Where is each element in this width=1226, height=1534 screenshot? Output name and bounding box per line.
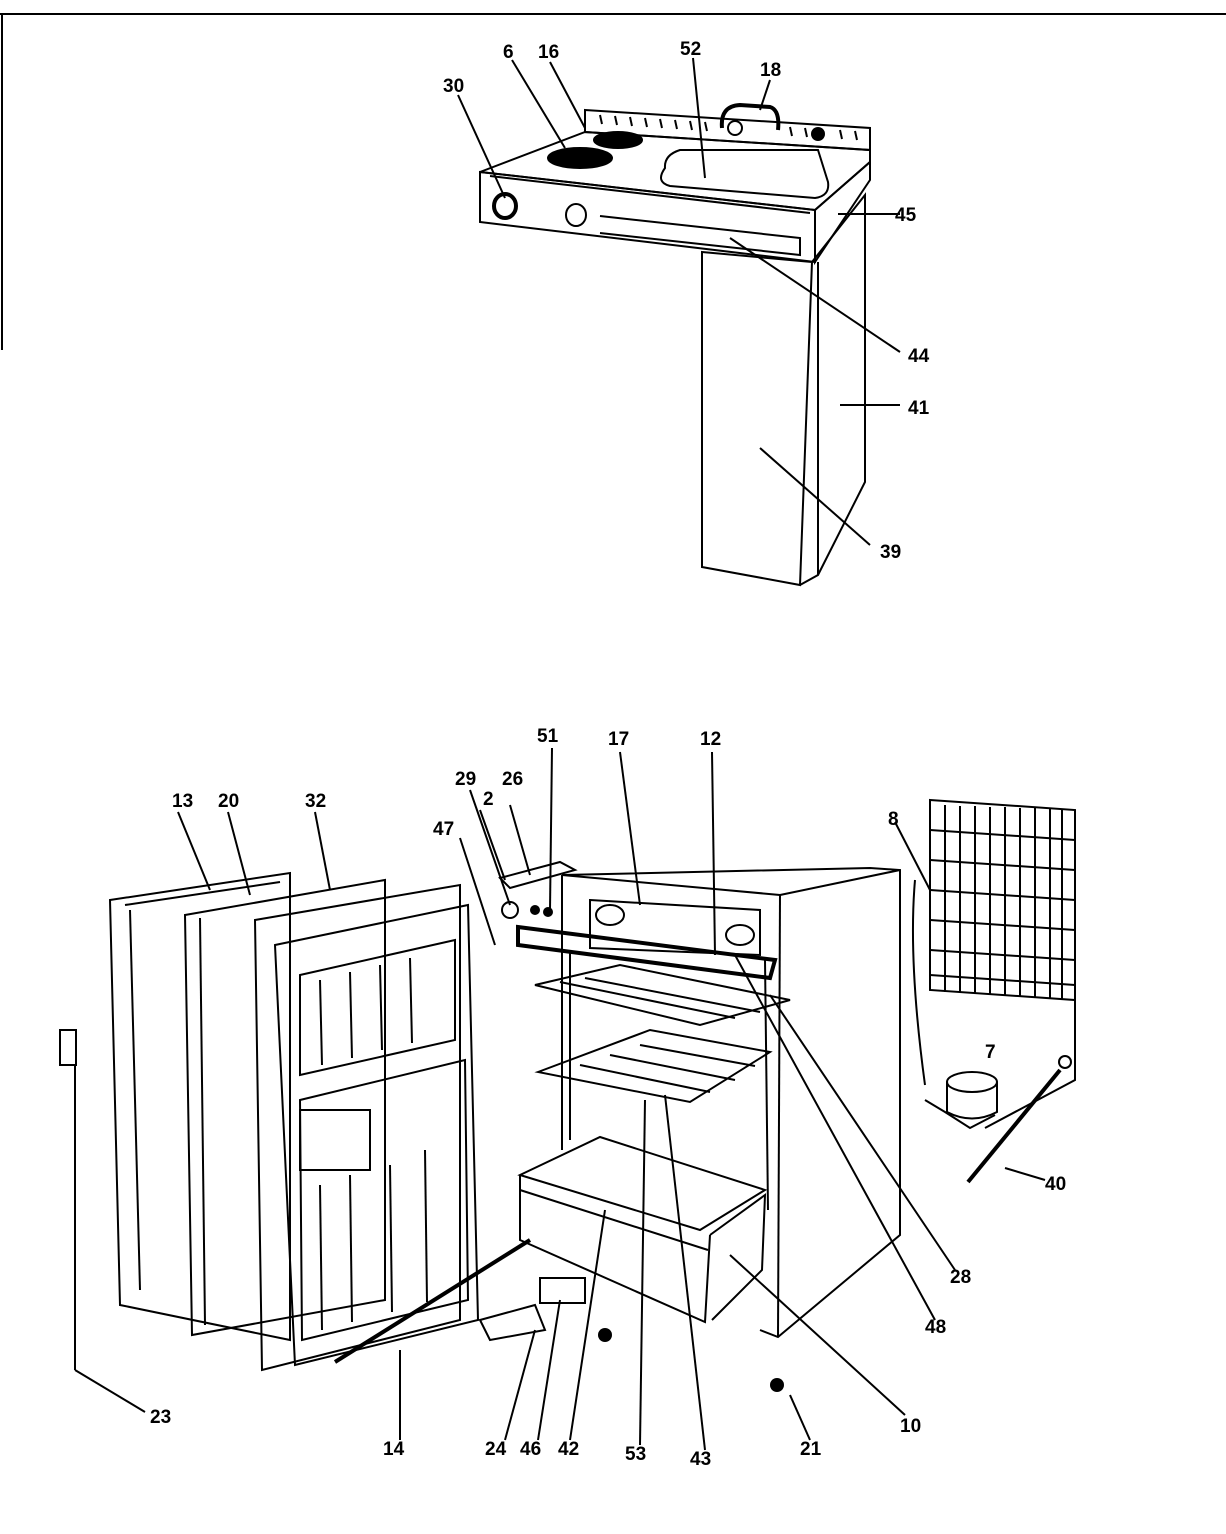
label-52: 52 [680,39,701,60]
wall-bracket [59,1029,77,1066]
condenser-coil [929,798,1076,1002]
faucet-handle-right [811,127,825,141]
control-knob-right [565,203,587,227]
label-26: 26 [502,769,523,790]
control-panel-front [479,170,816,264]
cabinet-door-front [701,250,814,587]
label-2: 2 [483,789,494,810]
label-7: 7 [985,1042,996,1063]
door-gasket-frame [253,883,461,1372]
crisper-cover [517,1135,768,1232]
compressor-assembly [911,879,1076,1184]
crisper-drawer [519,1175,711,1324]
label-12: 12 [700,729,721,750]
label-6: 6 [503,42,514,63]
top-right-side [814,159,871,266]
refrigerator-cabinet [516,866,901,1339]
freezer-door-recess [299,938,456,1077]
freezer-door [516,924,778,981]
top-leader-lines [457,57,901,546]
cabinet-side-panel [799,192,866,586]
hinge-bracket [478,1303,547,1342]
storage-drawer [599,215,801,257]
label-53: 53 [625,1444,646,1465]
label-41: 41 [908,398,930,419]
label-14: 14 [383,1439,405,1460]
label-45: 45 [895,205,917,226]
door-liner [183,878,386,1337]
label-32: 32 [305,791,326,812]
label-21: 21 [800,1439,822,1460]
label-8: 8 [888,809,899,830]
label-23: 23 [150,1407,171,1428]
label-42: 42 [558,1439,579,1460]
label-24: 24 [485,1439,507,1460]
door-bottom-trim [333,1238,532,1364]
label-18: 18 [760,60,781,81]
burner-small [593,131,643,149]
control-knob-left [492,192,518,220]
compressor-body [946,1082,998,1120]
door-assembly [108,871,532,1372]
fridge-door-recess [298,1058,470,1342]
label-47: 47 [433,819,454,840]
label-16: 16 [538,42,559,63]
label-39: 39 [880,542,901,563]
control-bracket [498,860,578,890]
outer-door-panel [108,871,291,1342]
label-40: 40 [1045,1174,1066,1195]
screw-a [598,1328,612,1342]
faucet-handle-left [727,120,743,136]
label-20: 20 [218,791,239,812]
cooktop-sink-assembly [479,102,871,587]
label-13: 13 [172,791,193,812]
dairy-compartment [299,1109,371,1171]
label-10: 10 [900,1416,921,1437]
burner-large [547,147,613,169]
inner-door [273,903,480,1367]
label-43: 43 [690,1449,711,1470]
drain-tube [966,1068,1062,1184]
label-30: 30 [443,76,464,97]
label-29: 29 [455,769,476,790]
sink-bowl [660,149,830,200]
upper-wire-shelf [534,963,791,1027]
label-48: 48 [925,1317,946,1338]
backsplash-texture [599,114,858,141]
label-44: 44 [908,346,930,367]
leveling-foot [770,1378,784,1392]
faucet [719,102,781,131]
label-51: 51 [537,726,559,747]
cabinet-outline [561,866,901,1339]
lower-wire-shelf [534,1028,773,1104]
label-17: 17 [608,729,629,750]
label-46: 46 [520,1439,541,1460]
freezer-compartment [589,898,761,957]
hardware-parts [59,860,784,1392]
hinge-cover [539,1277,586,1304]
compressor-top [946,1071,998,1093]
label-28: 28 [950,1267,971,1288]
cabinet-top-front-edge [561,874,781,896]
bottom-leader-lines [74,747,1046,1451]
